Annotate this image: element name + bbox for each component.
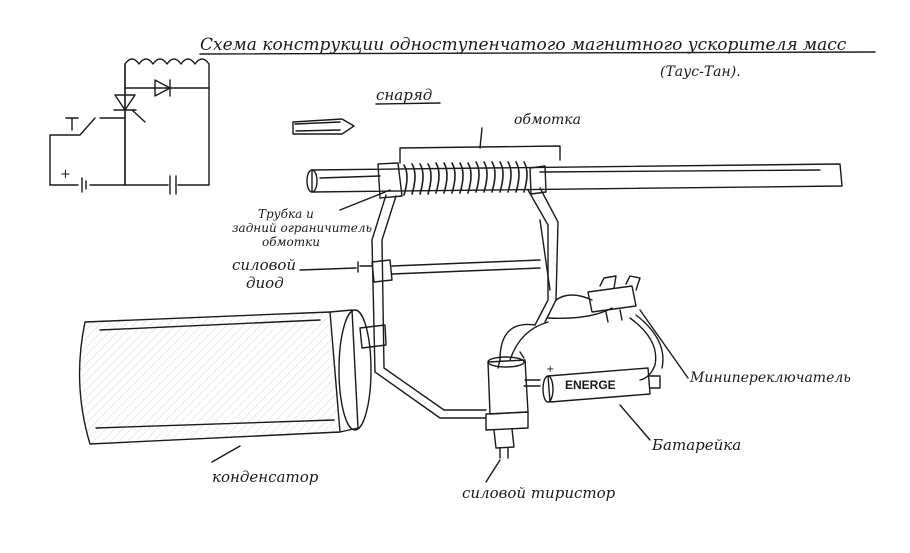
battery-label: Батарейка [651,436,741,454]
diode-label-line2: диод [246,274,284,292]
switch-label: Минипереключатель [689,370,851,386]
battery: ENERGE + [542,364,661,403]
mini-switch [587,275,641,323]
winding-label: обмотка [514,112,581,128]
schematic-battery [49,177,126,193]
diode-label-line1: силовой [232,256,296,274]
battery-plus: + [546,364,554,375]
schematic-thyristor [113,94,146,123]
projectile [292,118,355,135]
tube [306,163,843,193]
schematic-inductor [124,58,210,65]
projectile-label: снаряд [376,86,432,104]
schematic-diode [154,79,171,97]
front-limiter [529,165,547,195]
tube-label-line2: задний ограничитель [232,221,372,235]
circuit-schematic: + [49,58,210,195]
schematic-capacitor [124,175,210,195]
thyristor-label: силовой тиристор [462,484,616,502]
power-thyristor [485,351,529,459]
capacitor [78,309,372,445]
power-diode [357,259,541,283]
schematic-key [49,117,126,186]
capacitor-label: конденсатор [212,468,319,486]
rear-limiter [377,162,403,199]
title-underline [199,51,876,55]
diagram-title: Схема конструкции одноступенчатого магни… [200,35,847,55]
tube-label-line3: обмотки [262,235,320,249]
tube-label-line1: Трубка и [258,207,314,221]
battery-brand: ENERGE [565,378,616,392]
author-label: (Таус-Тан). [660,64,741,80]
schematic-plus: + [60,167,71,182]
coil-winding [377,161,547,199]
wire-frame [359,187,664,419]
